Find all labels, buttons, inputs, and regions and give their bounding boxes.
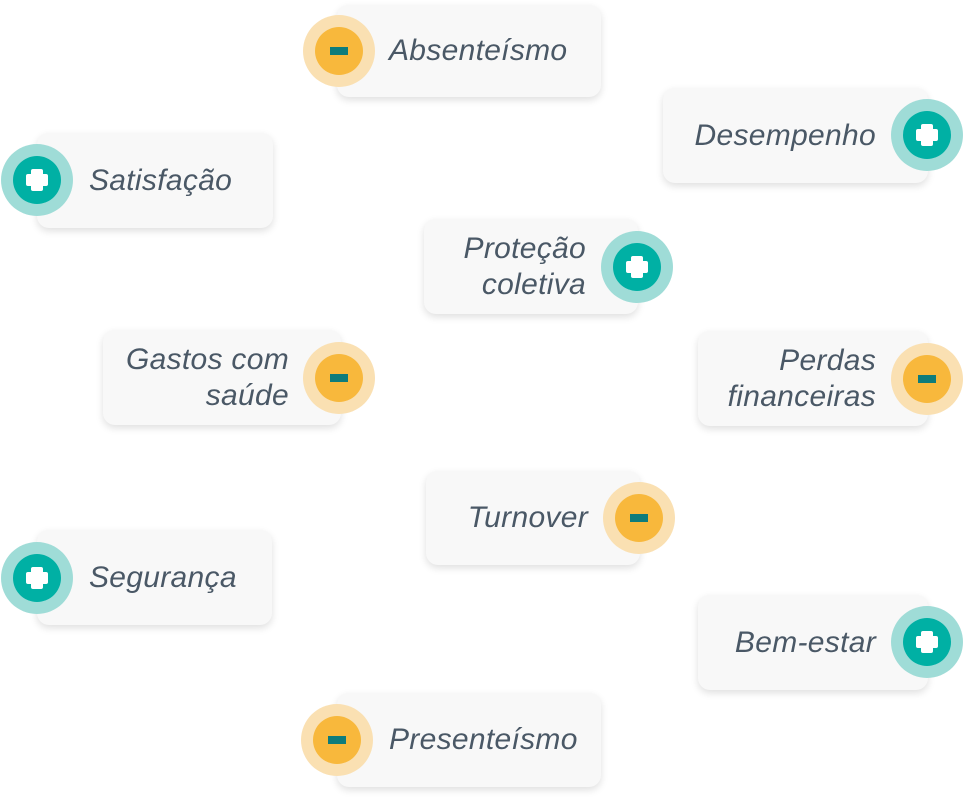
card-gastos-com-saude: Gastos com saúde — [103, 330, 341, 425]
plus-icon — [891, 606, 963, 678]
card-label: Presenteísmo — [389, 723, 578, 756]
card-absenteismo: Absenteísmo — [337, 5, 601, 97]
minus-icon — [301, 704, 373, 776]
card-perdas-financeiras: Perdas financeiras — [698, 331, 928, 426]
card-label: Turnover — [467, 501, 588, 534]
minus-icon — [603, 482, 675, 554]
card-satisfacao: Satisfação — [37, 133, 273, 228]
card-desempenho: Desempenho — [663, 88, 928, 183]
plus-icon — [601, 231, 673, 303]
card-label: Satisfação — [89, 163, 233, 197]
card-label: Proteção coletiva — [463, 231, 586, 301]
card-label: Segurança — [89, 560, 237, 594]
card-seguranca: Segurança — [37, 530, 272, 625]
minus-icon — [303, 15, 375, 87]
card-label: Bem-estar — [734, 625, 876, 659]
minus-icon — [303, 342, 375, 414]
card-bem-estar: Bem-estar — [698, 595, 928, 690]
plus-icon — [891, 99, 963, 171]
card-label: Desempenho — [694, 118, 876, 152]
card-label: Gastos com saúde — [125, 342, 289, 412]
plus-icon — [1, 542, 73, 614]
card-presenteismo: Presenteísmo — [337, 693, 601, 787]
card-turnover: Turnover — [426, 471, 640, 565]
card-label: Absenteísmo — [389, 34, 568, 67]
card-protecao-coletiva: Proteção coletiva — [424, 219, 638, 314]
minus-icon — [891, 343, 963, 415]
plus-icon — [1, 144, 73, 216]
card-label: Perdas financeiras — [727, 343, 876, 413]
